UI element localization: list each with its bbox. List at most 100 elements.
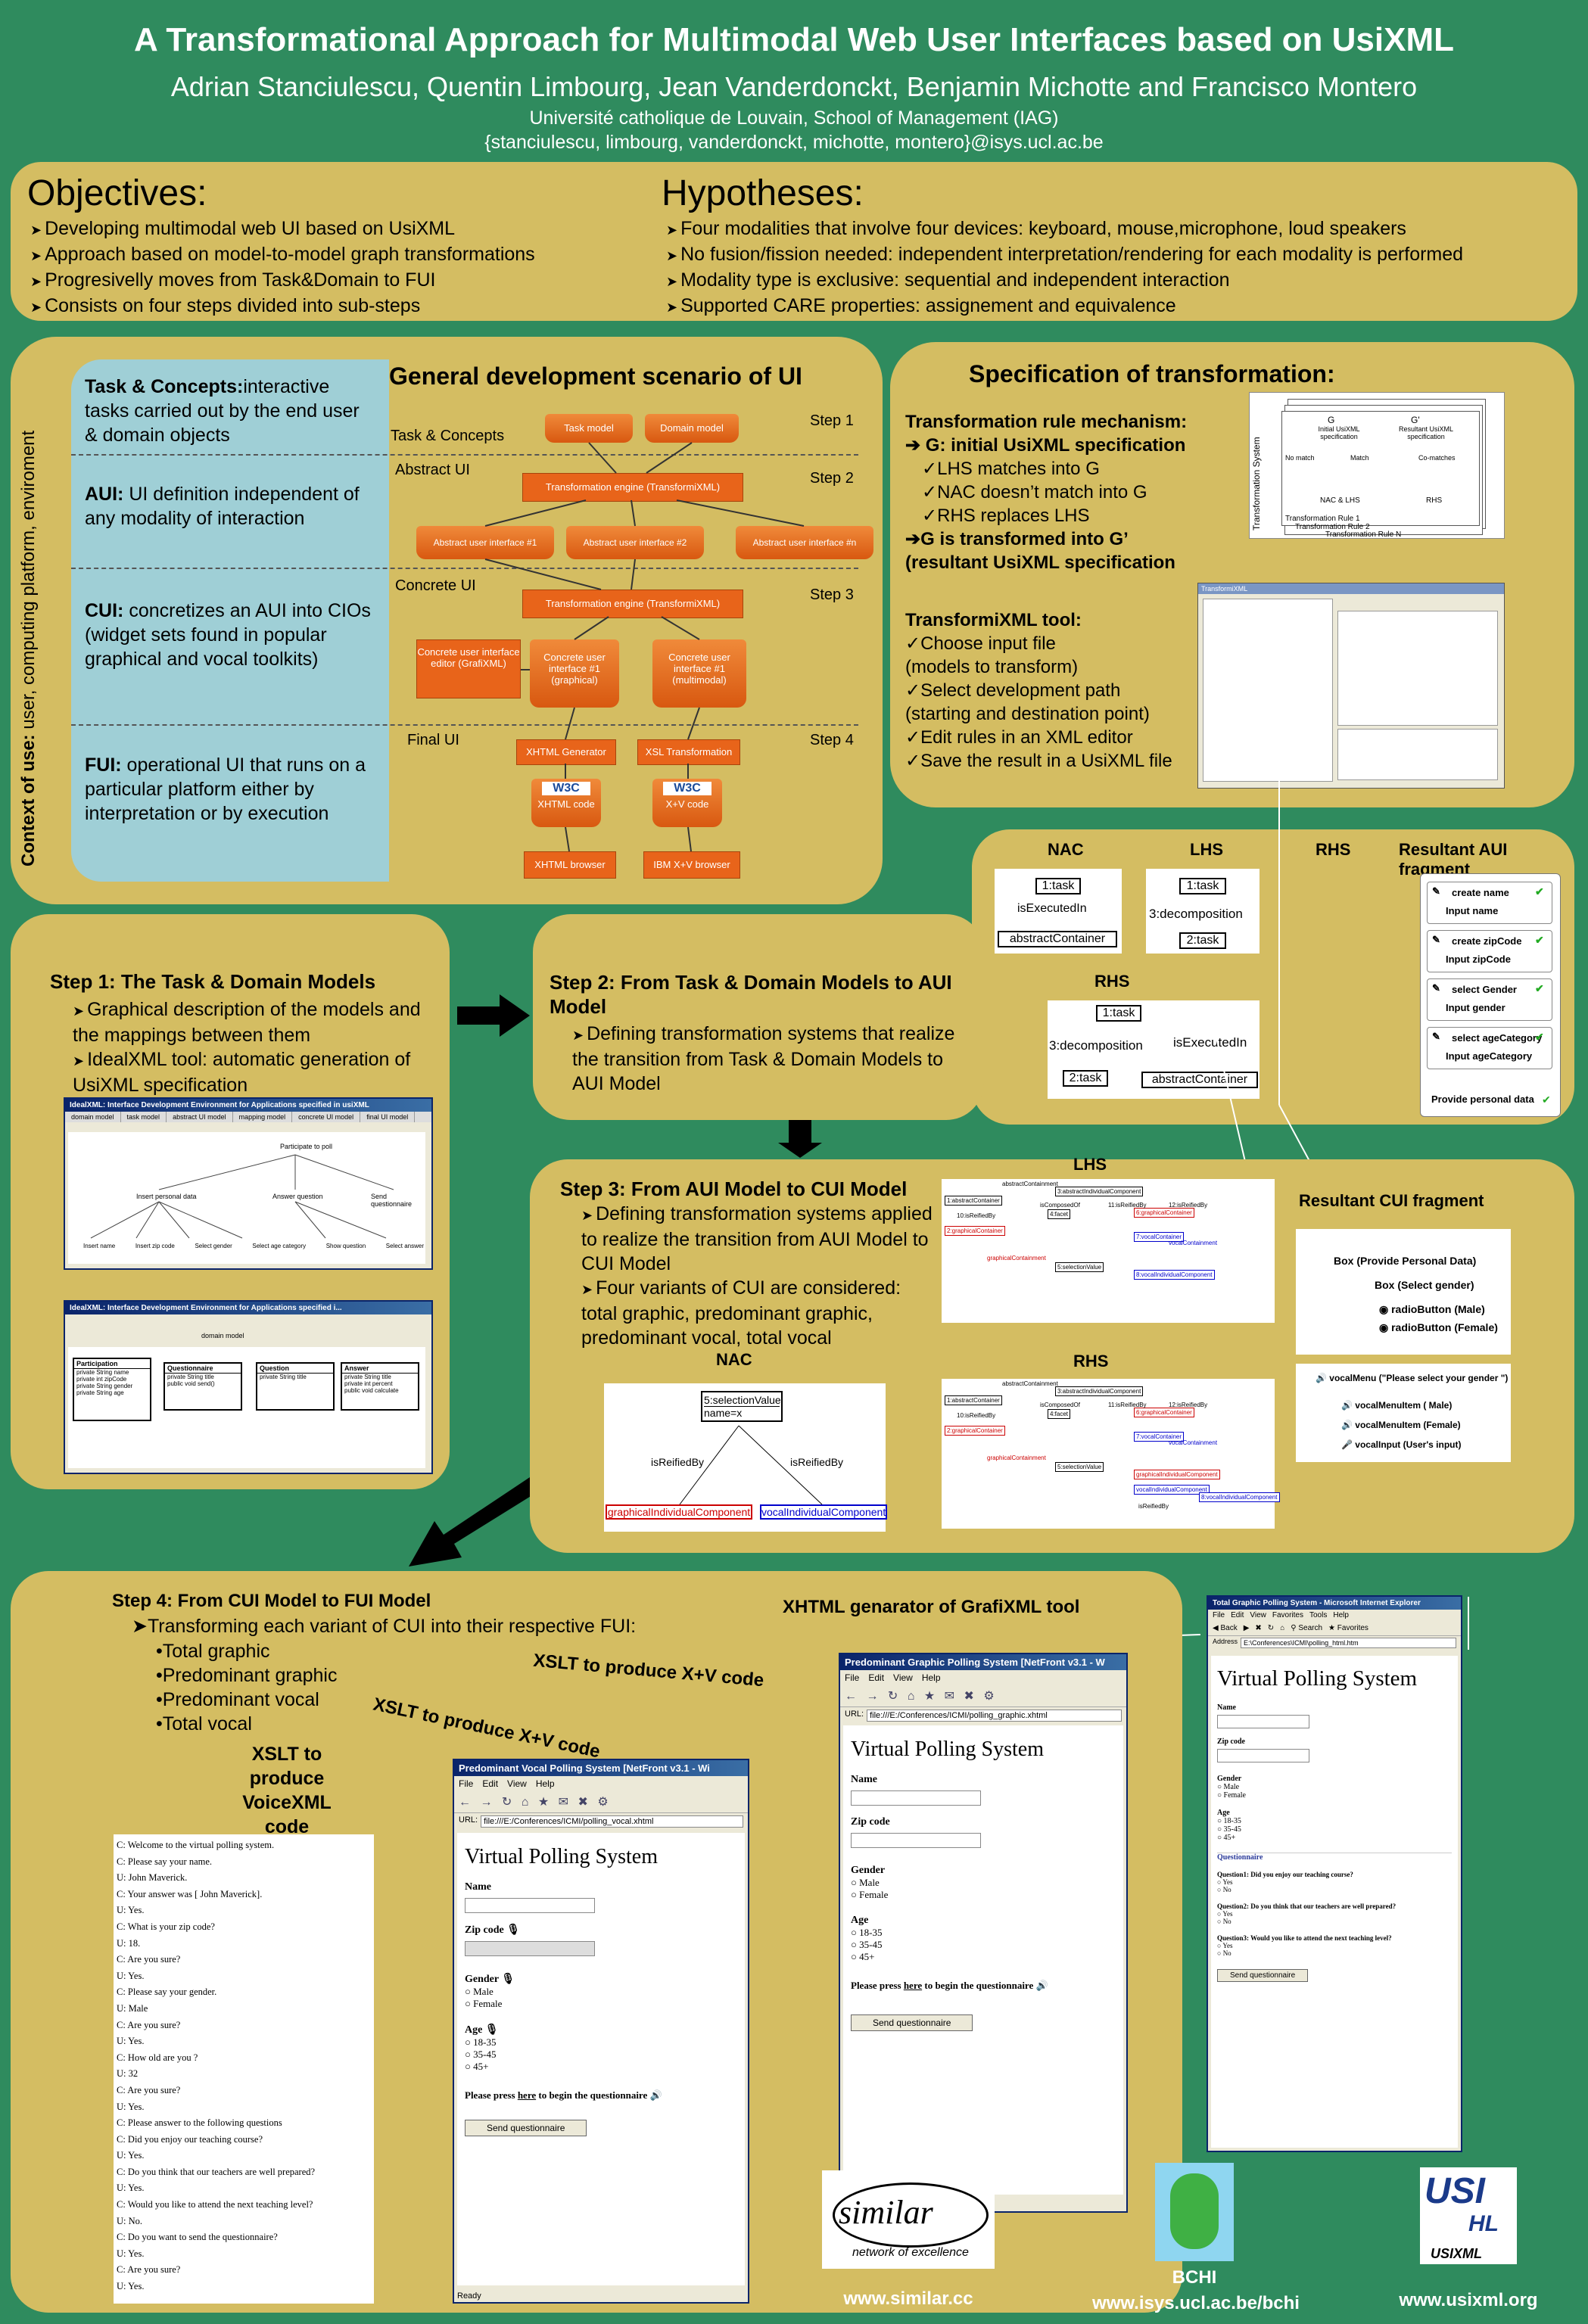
radio-male[interactable]: ○ Male	[1217, 1783, 1240, 1791]
send-questionnaire-button[interactable]: Send questionnaire	[851, 2014, 973, 2031]
send-questionnaire-button[interactable]: Send questionnaire	[1217, 1969, 1309, 1982]
menu-item[interactable]: View	[1250, 1611, 1266, 1619]
similar-url: www.similar.cc	[843, 2288, 973, 2309]
radio-age[interactable]: ○ 45+	[1217, 1834, 1236, 1842]
here-link[interactable]: here	[903, 1980, 923, 1991]
radio-no[interactable]: ○ No	[1217, 1949, 1231, 1957]
hypotheses-list: Four modalities that involve four device…	[666, 216, 1567, 319]
menu-item[interactable]: View	[893, 1672, 913, 1683]
uml-attribute: private String title	[260, 1374, 307, 1380]
begin-prompt: Please press here to begin the questionn…	[465, 2089, 662, 2101]
dialog-line: C: Are you sure?	[117, 2084, 181, 2095]
vocal-browser-window: Predominant Vocal Polling System [NetFro…	[453, 1759, 749, 2304]
refresh-icon[interactable]: ↻	[1267, 1624, 1275, 1632]
window-title: Predominant Graphic Polling System [NetF…	[840, 1654, 1126, 1670]
radio-age[interactable]: ○ 35-45	[851, 1939, 883, 1950]
menu-item[interactable]: Edit	[1231, 1611, 1244, 1619]
list-item: Graphical description of the models and …	[73, 997, 444, 1047]
radio-no[interactable]: ○ No	[1217, 1886, 1231, 1893]
home-icon[interactable]: ⌂	[1280, 1624, 1285, 1632]
uml-attribute: private String age	[76, 1389, 124, 1396]
url-input[interactable]: file:///E:/Conferences/ICMI/polling_grap…	[867, 1710, 1122, 1722]
radio-age[interactable]: ○ 35-45	[465, 2049, 497, 2060]
list-item: •Total vocal	[156, 1713, 252, 1734]
graph-node: 8:vocalIndividualComponent	[1199, 1492, 1280, 1502]
search-button[interactable]: ⚲ Search	[1291, 1624, 1323, 1632]
send-questionnaire-button[interactable]: Send questionnaire	[465, 2120, 587, 2136]
text-input[interactable]	[465, 1898, 595, 1913]
cui-graphical: Concrete user interface #1 (graphical)	[530, 639, 619, 708]
field-label: Name	[1217, 1703, 1236, 1712]
url-input[interactable]: file:///E:/Conferences/ICMI/polling_voca…	[481, 1815, 743, 1828]
stop-icon[interactable]: ✖	[1255, 1624, 1262, 1632]
tab-final-UI-model[interactable]: final UI model	[360, 1112, 416, 1122]
text-input[interactable]	[465, 1941, 595, 1956]
back-button[interactable]: ◀ Back	[1213, 1624, 1238, 1632]
menu-item[interactable]: Edit	[482, 1778, 499, 1789]
radio-age[interactable]: ○ 18-35	[1217, 1817, 1241, 1825]
menu-item[interactable]: File	[1213, 1611, 1225, 1619]
text-input[interactable]	[851, 1833, 981, 1848]
radio-no[interactable]: ○ No	[1217, 1918, 1231, 1925]
radio-icon: ○	[1217, 1817, 1224, 1825]
url-label: URL:	[459, 1815, 478, 1825]
dialog-line: C: Are you sure?	[117, 2019, 181, 2030]
radio-female[interactable]: ○ Female	[1217, 1791, 1246, 1800]
menu-item[interactable]: Tools	[1309, 1611, 1328, 1619]
menu-item[interactable]: Favorites	[1272, 1611, 1303, 1619]
tab-abstract-UI-model[interactable]: abstract UI model	[167, 1112, 233, 1122]
list-item: ✓Edit rules in an XML editor	[905, 727, 1133, 748]
cui-fragment-graphical: Box (Provide Personal Data) Box (Select …	[1296, 1229, 1511, 1355]
radio-icon: ○	[1217, 1949, 1223, 1957]
speaker-icon: 🔊	[1341, 1420, 1353, 1430]
dialog-line: C: Are you sure?	[117, 2264, 181, 2276]
radio-age[interactable]: ○ 45+	[465, 2061, 489, 2072]
menu-item[interactable]: Edit	[868, 1672, 885, 1683]
similar-logo: similar network of excellence	[822, 2170, 995, 2269]
menu-item[interactable]: File	[845, 1672, 860, 1683]
menu-item[interactable]: View	[507, 1778, 527, 1789]
menu-item[interactable]: Help	[535, 1778, 555, 1789]
menu-item[interactable]: Help	[1333, 1611, 1349, 1619]
objectives-list: Developing multimodal web UI based on Us…	[30, 216, 666, 319]
page-title: Virtual Polling System	[465, 1845, 658, 1868]
scenario-panel: Context of use: user, computing platform…	[11, 337, 883, 904]
forward-icon[interactable]: ▶	[1243, 1624, 1250, 1632]
tab-domain-model[interactable]: domain model	[65, 1112, 121, 1122]
authors: Adrian Stanciulescu, Quentin Limbourg, J…	[170, 71, 1418, 102]
menu-item[interactable]: Help	[921, 1672, 941, 1683]
tab-task-model[interactable]: task model	[121, 1112, 167, 1122]
menu-item[interactable]: File	[459, 1778, 474, 1789]
text-input[interactable]	[1217, 1715, 1309, 1728]
radio-age[interactable]: ○ 45+	[851, 1951, 875, 1962]
radio-age[interactable]: ○ 18-35	[465, 2036, 497, 2048]
tab-concrete-UI-model[interactable]: concrete UI model	[292, 1112, 361, 1122]
radio-age[interactable]: ○ 35-45	[1217, 1825, 1241, 1834]
graphic-browser-window: Predominant Graphic Polling System [NetF…	[839, 1653, 1128, 2213]
transformixml-window: TransformiXML	[1197, 583, 1505, 789]
dialog-line: U: 18.	[117, 1937, 141, 1949]
radio-female[interactable]: ○ Female	[851, 1889, 889, 1900]
radio-age[interactable]: ○ 18-35	[851, 1927, 883, 1938]
radio-yes[interactable]: ○ Yes	[1217, 1878, 1233, 1886]
objectives-panel: Objectives: Developing multimodal web UI…	[11, 162, 1577, 321]
favorites-button[interactable]: ★ Favorites	[1328, 1624, 1368, 1632]
text-input[interactable]	[1217, 1749, 1309, 1762]
text-input[interactable]	[851, 1790, 981, 1806]
address-input[interactable]: E:\Conferences\ICMI\polling_html.htm	[1241, 1638, 1456, 1648]
radio-yes[interactable]: ○ Yes	[1217, 1910, 1233, 1918]
list-item: •Predominant vocal	[156, 1689, 319, 1710]
step4-lead: ➤Transforming each variant of CUI into t…	[132, 1616, 637, 1637]
radio-male[interactable]: ○ Male	[465, 1986, 494, 1997]
radio-yes[interactable]: ○ Yes	[1217, 1942, 1233, 1949]
radio-female[interactable]: ○ Female	[465, 1998, 503, 2009]
menu-bar: File Edit View Help	[454, 1776, 748, 1791]
radio-icon: ○	[1217, 1791, 1224, 1800]
radio-male[interactable]: ○ Male	[851, 1877, 880, 1888]
tab-mapping-model[interactable]: mapping model	[233, 1112, 293, 1122]
field-label: Zip code	[851, 1816, 890, 1828]
step1-heading: Step 1: The Task & Domain Models	[50, 970, 376, 993]
here-link[interactable]: here	[517, 2089, 537, 2101]
question-label: Question2: Do you think that our teacher…	[1217, 1902, 1397, 1910]
